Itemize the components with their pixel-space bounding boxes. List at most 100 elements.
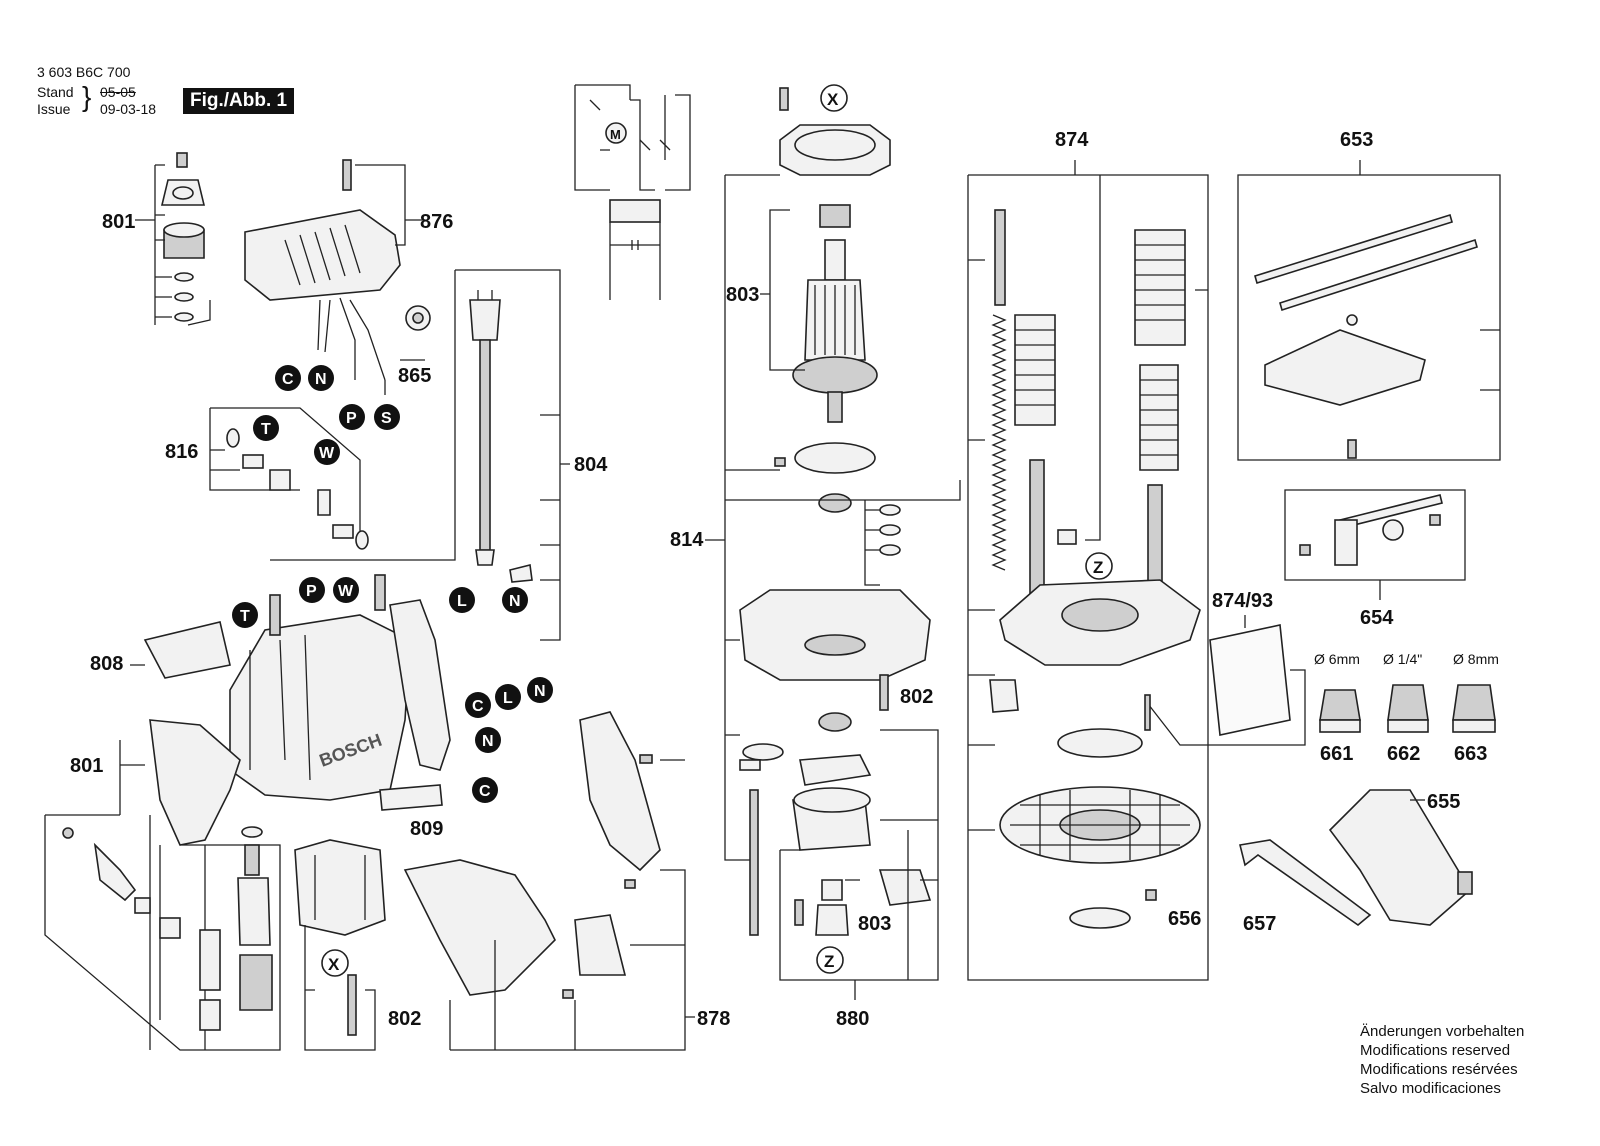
- issue-label: Issue: [37, 101, 71, 117]
- transparent-shield: [1144, 615, 1306, 746]
- motor-base: [739, 457, 931, 711]
- part-number: 662: [1387, 743, 1420, 765]
- part-number: 816: [165, 441, 198, 463]
- collet-size-label: Ø 1/4": [1383, 651, 1422, 667]
- part-number: 802: [388, 1008, 421, 1030]
- depth-stop-assembly: [739, 712, 939, 1000]
- power-cord: [270, 269, 570, 641]
- document-number: 3 603 B6C 700: [37, 64, 131, 80]
- svg-text:W: W: [338, 583, 354, 600]
- svg-text:N: N: [509, 593, 521, 610]
- svg-text:P: P: [306, 583, 317, 600]
- wiring-schematic: [574, 84, 691, 300]
- svg-text:T: T: [240, 608, 250, 625]
- part-number: 880: [836, 1008, 869, 1030]
- svg-text:S: S: [381, 410, 392, 427]
- svg-text:N: N: [482, 733, 494, 750]
- marker-X: X: [820, 84, 848, 112]
- part-number: 865: [398, 365, 431, 387]
- stand-label: Stand: [37, 84, 74, 100]
- notice-line-es: Salvo modificaciones: [1360, 1080, 1501, 1097]
- badge-S: S: [374, 404, 400, 430]
- svg-text:L: L: [503, 690, 513, 707]
- svg-text:Z: Z: [824, 952, 834, 971]
- collet-size-label: Ø 8mm: [1453, 651, 1499, 667]
- brush-assembly: [209, 407, 369, 550]
- notice-line-de: Änderungen vorbehalten: [1360, 1023, 1525, 1040]
- plunge-base: [967, 160, 1209, 981]
- badge-N: N: [308, 365, 334, 391]
- part-number: 803: [858, 913, 891, 935]
- part-number: 804: [574, 454, 608, 476]
- svg-text:C: C: [282, 371, 294, 388]
- badge-W: W: [314, 439, 340, 465]
- part-number: 661: [1320, 743, 1353, 765]
- issue-date: 09-03-18: [100, 101, 157, 117]
- part-number: 657: [1243, 913, 1276, 935]
- handle-assembly: [403, 711, 695, 1051]
- collet-size-label: Ø 6mm: [1314, 651, 1360, 667]
- svg-text:W: W: [319, 445, 335, 462]
- svg-text:N: N: [315, 371, 327, 388]
- knob-assembly: [135, 152, 206, 325]
- part-number: 801: [70, 755, 103, 777]
- modifications-notice: Änderungen vorbehalten Modifications res…: [1360, 1022, 1524, 1098]
- badge-C: C: [465, 692, 491, 718]
- svg-text:L: L: [457, 593, 467, 610]
- part-number: 656: [1168, 908, 1201, 930]
- part-number: 874/93: [1212, 590, 1273, 612]
- dust-extraction-adapter: [1328, 789, 1473, 926]
- brace-glyph: }: [82, 81, 92, 112]
- part-number: 803: [726, 284, 759, 306]
- motor-symbol: M: [610, 127, 621, 142]
- part-number: 655: [1427, 791, 1460, 813]
- motor-cover: [187, 159, 425, 326]
- badge-L: L: [449, 587, 475, 613]
- svg-text:T: T: [261, 421, 271, 438]
- collet-set: [1319, 684, 1496, 733]
- spanner-wrench: [1239, 839, 1372, 927]
- router-housing: [120, 574, 451, 846]
- svg-text:X: X: [328, 955, 340, 974]
- parallel-guide: [1237, 160, 1501, 600]
- svg-text:C: C: [479, 783, 491, 800]
- badge-T: T: [232, 602, 258, 628]
- part-number: 653: [1340, 129, 1373, 151]
- badge-N: N: [527, 677, 553, 703]
- badge-C: C: [472, 777, 498, 803]
- part-number: 876: [420, 211, 453, 233]
- marker-Z: Z: [1085, 552, 1113, 580]
- wires-865: [317, 297, 431, 395]
- badge-L: L: [495, 684, 521, 710]
- badge-T: T: [253, 415, 279, 441]
- svg-text:C: C: [472, 698, 484, 715]
- part-number: 808: [90, 653, 123, 675]
- notice-line-en: Modifications reserved: [1360, 1042, 1511, 1059]
- notice-line-fr: Modifications resérvées: [1360, 1061, 1518, 1078]
- svg-text:P: P: [346, 410, 357, 427]
- svg-text:X: X: [827, 90, 839, 109]
- marker-X: X: [321, 949, 349, 977]
- part-number: 654: [1360, 607, 1394, 629]
- badge-P: P: [339, 404, 365, 430]
- stand-date: 05-05: [100, 84, 136, 100]
- part-number: 878: [697, 1008, 730, 1030]
- figure-label: Fig./Abb. 1: [183, 88, 295, 114]
- part-number: 663: [1454, 743, 1487, 765]
- badge-N: N: [475, 727, 501, 753]
- stator-assembly: [294, 839, 386, 1051]
- part-number: 801: [102, 211, 135, 233]
- svg-text:Z: Z: [1093, 558, 1103, 577]
- badge-C: C: [275, 365, 301, 391]
- badge-P: P: [299, 577, 325, 603]
- armature-assembly: [705, 87, 961, 861]
- badge-N: N: [502, 587, 528, 613]
- marker-Z: Z: [816, 946, 844, 974]
- part-number: 814: [670, 529, 704, 551]
- part-number: 874: [1055, 129, 1089, 151]
- part-number: 809: [410, 818, 443, 840]
- part-number: 802: [900, 686, 933, 708]
- svg-text:N: N: [534, 683, 546, 700]
- side-handle-assembly: [44, 740, 281, 1051]
